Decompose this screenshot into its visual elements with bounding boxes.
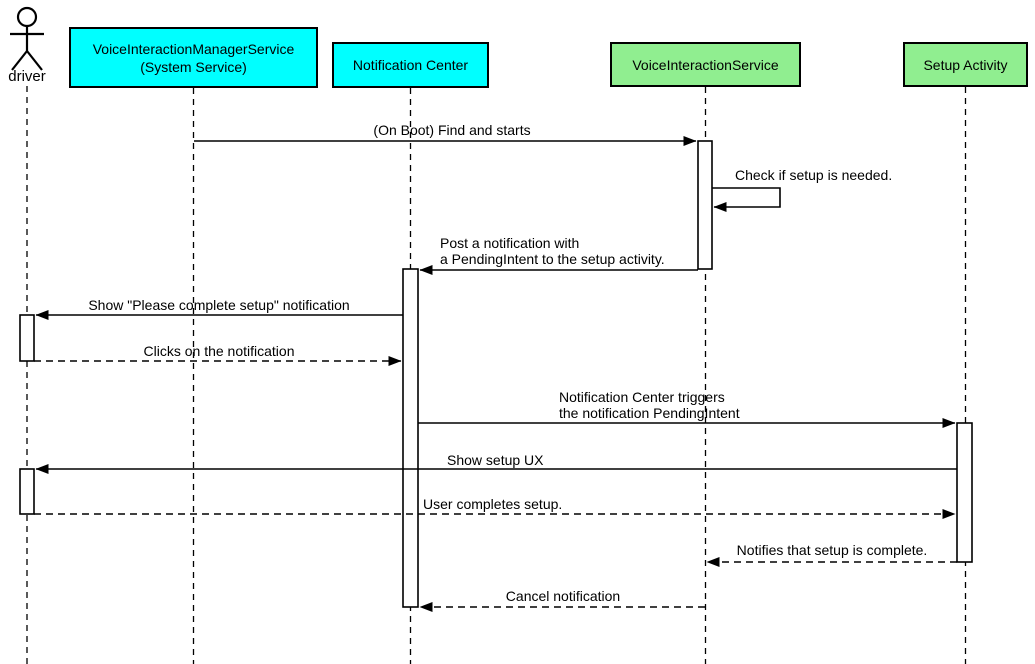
activation-bar-driver-2 xyxy=(19,468,35,515)
participant-label-line2: (System Service) xyxy=(140,58,247,75)
message-label-line2: a PendingIntent to the setup activity. xyxy=(440,251,665,267)
message-label-line1: Post a notification with xyxy=(440,235,580,251)
participant-label: Notification Center xyxy=(352,57,469,73)
message-label-cancel-notification: Cancel notification xyxy=(505,588,621,604)
participant-box-setup-activity: Setup Activity xyxy=(903,42,1028,87)
message-label-triggers-pending-intent: Notification Center triggers the notific… xyxy=(559,389,740,421)
message-label-check-if-setup-is-needed: Check if setup is needed. xyxy=(735,167,893,183)
participant-label-line1: VoiceInteractionManagerService xyxy=(92,40,295,57)
participant-box-voice-interaction-manager-service: VoiceInteractionManagerService (System S… xyxy=(69,27,318,88)
actor-icon xyxy=(10,6,44,71)
activation-bar-notification-center xyxy=(402,268,419,608)
message-label-show-setup-ux: Show setup UX xyxy=(447,452,544,468)
participant-label: VoiceInteractionService xyxy=(632,56,779,73)
activation-bar-driver-1 xyxy=(19,314,35,362)
message-label-line2: the notification PendingIntent xyxy=(559,405,740,421)
participant-box-notification-center: Notification Center xyxy=(332,42,489,88)
message-label-post-a-notification: Post a notification with a PendingIntent… xyxy=(440,235,665,267)
message-label-line1: Notification Center triggers xyxy=(559,389,725,405)
message-label-clicks-on-notification: Clicks on the notification xyxy=(143,343,295,359)
activation-bar-voice-interaction-service xyxy=(697,140,713,270)
message-label-user-completes-setup: User completes setup. xyxy=(423,496,563,512)
participant-box-voice-interaction-service: VoiceInteractionService xyxy=(610,42,801,87)
actor-label-driver: driver xyxy=(8,68,46,85)
message-arrow-check-if-setup-is-needed xyxy=(712,187,781,212)
message-label-show-please-complete-setup: Show "Please complete setup" notificatio… xyxy=(88,297,350,313)
message-label-on-boot-find-and-starts: (On Boot) Find and starts xyxy=(373,122,531,138)
message-label-notifies-setup-complete: Notifies that setup is complete. xyxy=(736,542,928,558)
participant-label: Setup Activity xyxy=(923,56,1008,73)
activation-bar-setup-activity xyxy=(956,422,973,563)
